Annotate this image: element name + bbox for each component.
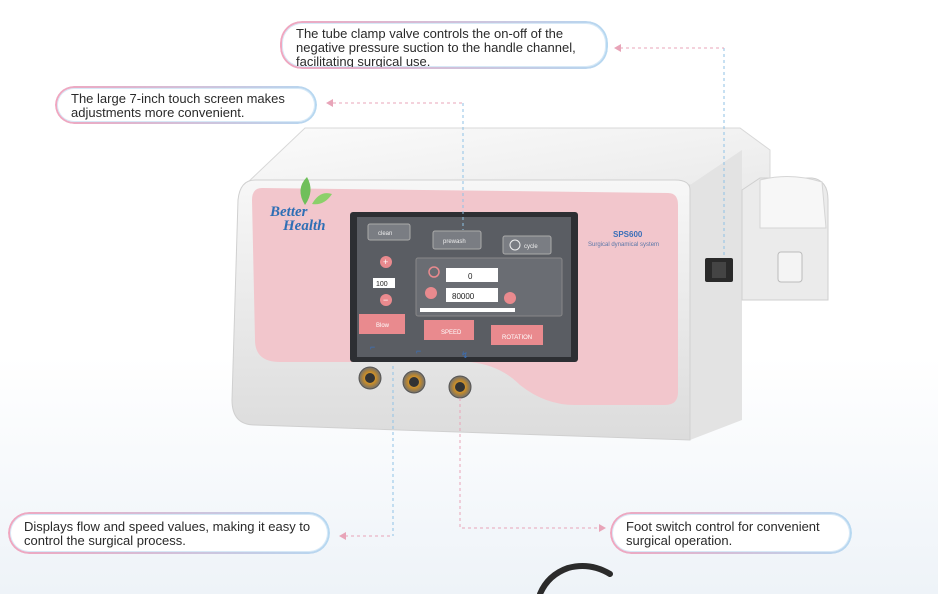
screen-speed-button[interactable]	[424, 320, 474, 340]
screen-speed-label: SPEED	[441, 330, 462, 336]
callout-valve-text: The tube clamp valve controls the on-off…	[296, 26, 576, 69]
screen-prewash-button[interactable]	[432, 230, 482, 250]
arrow-left-icon	[614, 44, 621, 52]
plus-icon[interactable]	[380, 256, 392, 268]
speed-plus-icon[interactable]	[504, 292, 516, 304]
valve-clip-inner	[712, 262, 726, 278]
left-value-field	[373, 278, 395, 288]
callout-foot-switch: Foot switch control for convenient surgi…	[610, 512, 852, 554]
arrow-right-icon	[599, 524, 606, 532]
foot-switch-cable	[537, 563, 613, 594]
plus-glyph: +	[383, 257, 388, 267]
screen-blow-button[interactable]	[359, 314, 405, 334]
screen-clean-button[interactable]	[367, 223, 411, 241]
port-2-icon: ⌐	[416, 346, 421, 356]
speed-value-field	[446, 288, 498, 302]
brand-line1: Better	[269, 204, 308, 220]
port-1-icon: ⌐	[370, 342, 375, 352]
cycle-icon	[509, 239, 521, 251]
screen-clean-label: clean	[378, 231, 392, 237]
port-3-icon: ↯	[461, 350, 469, 360]
speed-minus-icon[interactable]	[425, 287, 437, 299]
brand-line2: Health	[282, 218, 326, 234]
foot-leader	[459, 398, 600, 529]
arrow-left-icon	[326, 99, 333, 107]
speed-slider[interactable]	[420, 308, 515, 312]
minus-glyph: −	[383, 295, 388, 305]
minus-icon[interactable]	[380, 294, 392, 306]
screen-prewash-label: prewash	[443, 239, 466, 245]
screen-blow-label: Blow	[376, 323, 390, 329]
callout-screen: The large 7-inch touch screen makes adju…	[55, 86, 317, 124]
model-name: SPS600	[613, 230, 643, 239]
leaf-icon	[312, 193, 332, 205]
connector-3-core	[455, 382, 465, 392]
screen-rotation-label: ROTATION	[502, 335, 532, 341]
valve-clamp[interactable]	[759, 176, 827, 229]
left-value: 100	[376, 281, 388, 288]
connector-2-core	[409, 377, 419, 387]
callout-display: Displays flow and speed values, making i…	[8, 512, 330, 554]
flow-value-field	[446, 268, 498, 282]
device-side	[690, 150, 742, 440]
connector-1-core	[365, 373, 375, 383]
arrow-left-icon	[339, 532, 346, 540]
model-subtitle: Surgical dynamical system	[588, 242, 659, 248]
callout-display-text: Displays flow and speed values, making i…	[24, 519, 311, 548]
callout-valve: The tube clamp valve controls the on-off…	[280, 21, 608, 69]
callout-foot-text: Foot switch control for convenient surgi…	[626, 519, 820, 548]
flow-value: 0	[468, 272, 473, 281]
speed-value: 80000	[452, 292, 475, 301]
screen-cycle-label: cycle	[524, 244, 538, 250]
valve-button[interactable]	[777, 251, 803, 283]
rotate-icon	[428, 266, 440, 278]
leaf-icon	[300, 177, 311, 205]
screen-rotation-button[interactable]	[491, 325, 543, 345]
callout-screen-text: The large 7-inch touch screen makes adju…	[71, 91, 285, 120]
